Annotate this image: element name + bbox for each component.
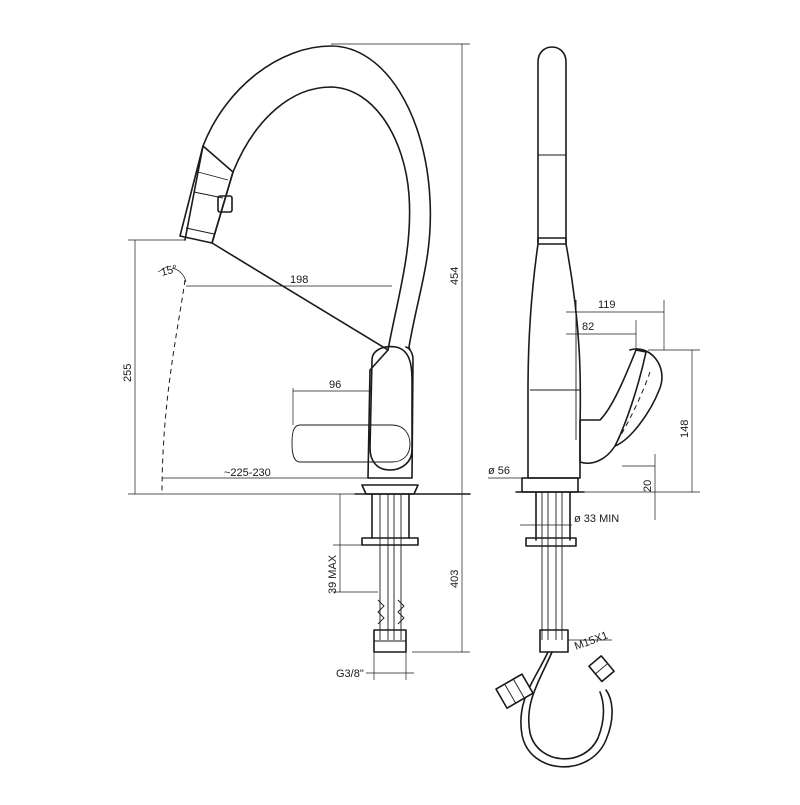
side-view [495, 46, 663, 768]
dim-deck-thickness: 39 MAX [327, 554, 339, 594]
dim-spout-reach: 198 [290, 274, 308, 286]
dim-side-reach-82: 82 [582, 321, 594, 333]
dim-base-height: 20 [642, 480, 654, 492]
dimension-labels: 15° 198 454 255 96 ~225-230 403 39 MAX G… [122, 263, 691, 680]
side-body [527, 243, 582, 479]
front-lever [369, 345, 413, 471]
front-spray-button [217, 195, 233, 213]
front-dimensions [128, 43, 470, 680]
dim-lever-reach: 96 [329, 379, 341, 391]
dim-thread-size: G3/8" [336, 668, 364, 680]
front-spray-head [179, 145, 234, 244]
dim-spout-height: 255 [122, 364, 134, 382]
dim-spout-angle: 15° [160, 263, 179, 279]
dim-total-height: 454 [449, 267, 461, 285]
front-base [361, 484, 419, 495]
front-mounting [361, 493, 419, 653]
dim-hole-diameter: ø 33 MIN [574, 513, 619, 525]
front-spout-body [184, 45, 432, 351]
side-lever [579, 349, 647, 464]
dim-side-reach-119: 119 [598, 299, 616, 311]
dim-hose-length: 403 [449, 570, 461, 588]
front-pullout-path [161, 279, 186, 495]
side-spout [537, 46, 567, 243]
side-dimensions [488, 300, 700, 641]
dim-swing-reach: ~225-230 [224, 467, 271, 479]
front-view [157, 45, 471, 653]
dim-lever-height: 148 [679, 420, 691, 438]
dim-base-diameter: ø 56 [488, 465, 510, 477]
dim-hose-connector: M15X1 [573, 630, 610, 653]
front-body-column [367, 346, 414, 479]
